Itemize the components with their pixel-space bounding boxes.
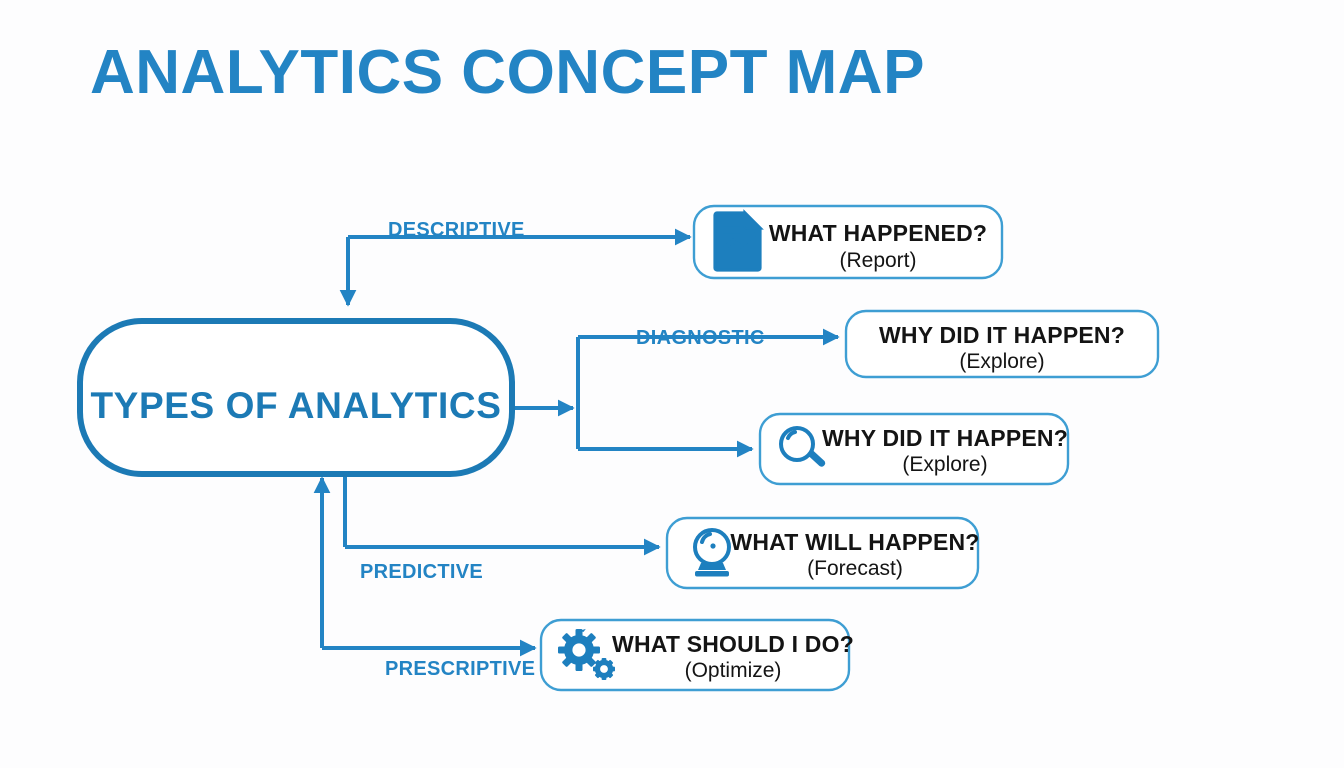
card-descriptive[interactable]: WHAT HAPPENED? (Report) [692,204,1004,280]
card-descriptive-box [692,204,1004,280]
magnifier-icon [779,426,826,467]
card-prescriptive-title: WHAT SHOULD I DO? [612,631,854,657]
card-diagnostic-top-box [844,309,1160,379]
crystal-ball-icon [693,528,731,577]
card-prescriptive-subtitle: (Optimize) [685,659,782,682]
card-predictive-title: WHAT WILL HAPPEN? [730,529,979,555]
card-diagnostic-bottom[interactable]: WHY DID IT HAPPEN? (Explore) [758,412,1070,486]
card-predictive[interactable]: WHAT WILL HAPPEN? (Forecast) [665,516,980,590]
hub-node-box [77,318,515,477]
card-diagnostic-bottom-subtitle: (Explore) [902,453,987,476]
card-diagnostic-top-subtitle: (Explore) [959,350,1044,373]
card-diagnostic-top[interactable]: WHY DID IT HAPPEN? (Explore) [844,309,1160,379]
page-title: ANALYTICS CONCEPT MAP [90,38,925,107]
card-descriptive-title: WHAT HAPPENED? [769,220,987,246]
hub-node-types-of-analytics[interactable]: TYPES OF ANALYTICS [77,318,515,477]
card-diagnostic-bottom-title: WHY DID IT HAPPEN? [822,425,1068,451]
edge-label-predictive: PREDICTIVE [360,561,483,583]
card-predictive-box [665,516,980,590]
edge-label-descriptive: DESCRIPTIVE [388,219,525,241]
card-diagnostic-top-title: WHY DID IT HAPPEN? [879,322,1125,348]
edge-label-diagnostic: DIAGNOSTIC [636,327,765,349]
card-descriptive-subtitle: (Report) [839,249,916,272]
hub-node-label: TYPES OF ANALYTICS [90,385,501,426]
card-predictive-subtitle: (Forecast) [807,557,903,580]
edge-label-prescriptive: PRESCRIPTIVE [385,658,535,680]
gears-icon [558,628,615,680]
report-document-icon [713,209,764,272]
card-diagnostic-bottom-box [758,412,1070,486]
card-prescriptive[interactable]: WHAT SHOULD I DO? (Optimize) [539,618,854,692]
card-prescriptive-box [539,618,851,692]
